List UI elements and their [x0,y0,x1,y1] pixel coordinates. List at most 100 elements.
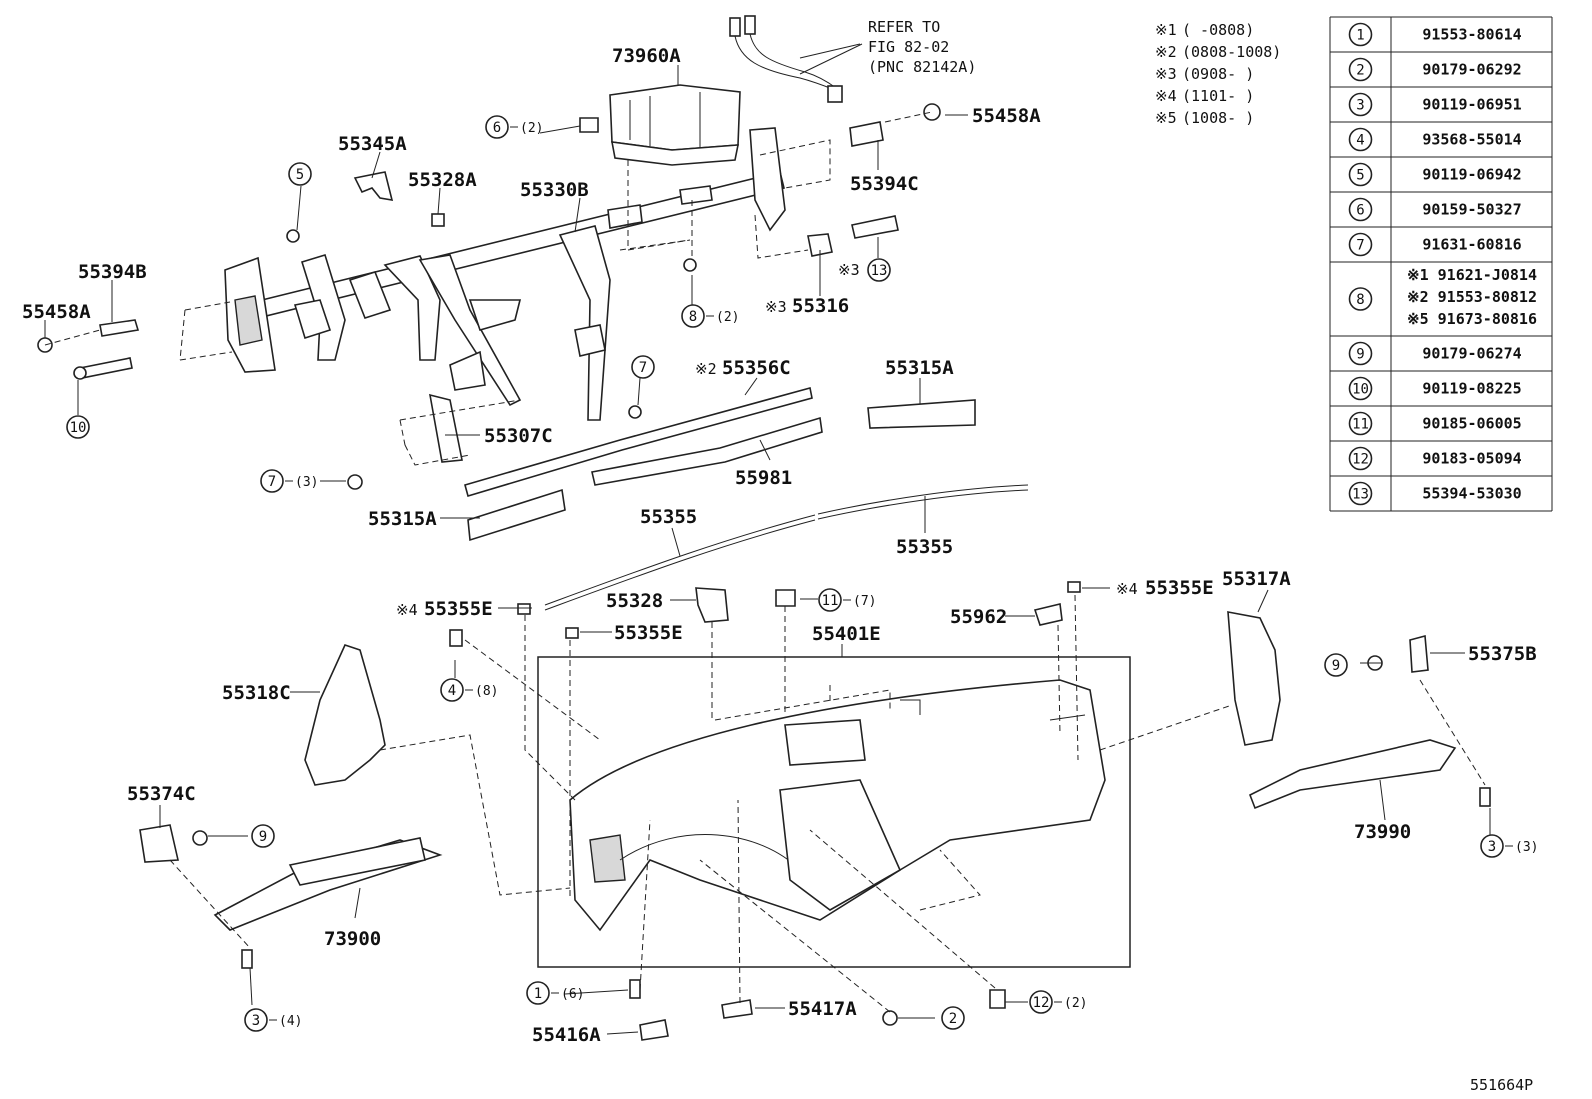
table-part-number: 90119-06951 [1422,96,1521,114]
table-part-number: 90183-05094 [1422,450,1521,468]
callout-number: 13 [871,263,888,279]
callout-quantity: (3) [295,475,318,490]
table-row-number: 8 [1356,292,1364,308]
callout-circle-9 [251,824,275,848]
callout-circle-9 [1324,653,1348,677]
table-row-number: 4 [1356,133,1364,149]
trim-strips [464,387,1029,611]
table-row-number: 3 [1356,98,1364,114]
label-73900: 73900 [324,928,381,950]
table-part-number: ※5 91673-80816 [1407,310,1537,328]
label-55345A: 55345A [338,133,407,155]
label-55328A: 55328A [408,169,477,191]
callout-number: 9 [1332,658,1340,674]
callout-circle-5 [288,162,312,186]
label-55315A-left: 55315A [368,508,437,530]
label-55355-right: 55355 [896,536,953,558]
callout-number: 3 [1488,839,1496,855]
callout-quantity: (8) [475,684,498,699]
table-row-number: 7 [1356,238,1364,254]
label-55317A: 55317A [1222,568,1291,590]
callout-number: 2 [949,1011,957,1027]
reference-note-line-2: FIG 82-02 [868,38,949,56]
callout-number-circle [1348,376,1373,401]
date-note-range: (0908- ) [1182,65,1254,83]
instrument-panel [569,679,1106,932]
table-part-number: 91631-60816 [1422,236,1521,254]
label-55316: 55316 [792,295,849,317]
callout-number-circle [1348,411,1373,436]
callout-circle-3 [1480,834,1504,858]
callout-number-circle [1348,287,1373,311]
label-mark-4-right: ※4 [1116,580,1138,598]
label-55401E: 55401E [812,623,881,645]
label-55315A-right: 55315A [885,357,954,379]
callout-number: 6 [493,120,501,136]
callout-quantity: (3) [1515,840,1538,855]
label-55417A: 55417A [788,998,857,1020]
callout-number-circle [1348,22,1373,47]
callout-number-circle [1348,162,1373,187]
callout-circle-1 [526,981,550,1005]
table-part-number: 90119-06942 [1422,166,1521,184]
label-55355E-left: 55355E [424,598,493,620]
callout-number: 12 [1033,995,1050,1011]
label-73990: 73990 [1354,821,1411,843]
label-73960A: 73960A [612,45,681,67]
label-mark-2: ※2 [695,360,717,378]
callout-quantity: (6) [561,987,584,1002]
table-row-number: 10 [1352,382,1369,398]
callout-circle-3 [244,1008,268,1032]
label-55962: 55962 [950,606,1007,628]
label-mark-3: ※3 [765,298,787,316]
label-55458A-top: 55458A [972,105,1041,127]
callout-circle-11 [818,588,842,612]
table-part-number: 90179-06292 [1422,61,1521,79]
table-row-number: 5 [1356,168,1364,184]
table-part-number: ※2 91553-80812 [1407,288,1537,306]
table-row-number: 11 [1352,417,1369,433]
reference-note-line-1: REFER TO [868,18,940,36]
label-mark-3-callout: ※3 [838,261,860,279]
label-55355E-right: 55355E [1145,577,1214,599]
table-part-number: 93568-55014 [1422,131,1521,149]
label-55375B: 55375B [1468,643,1537,665]
callout-circle-2 [941,1006,965,1030]
callout-number: 11 [822,593,839,609]
date-note-range: ( -0808) [1182,21,1254,39]
callout-number: 1 [534,986,542,1002]
page-code: 551664P [1470,1076,1533,1094]
table-row-number: 2 [1356,63,1364,79]
part-labels: 73960A 55458A 55394C 55345A 55328A 55330… [22,45,1537,1046]
callout-number: 3 [252,1013,260,1029]
table-row-number: 1 [1356,28,1364,44]
table-part-number: ※1 91621-J0814 [1407,266,1537,284]
callout-circle-6 [485,115,509,139]
callout-number: 9 [259,829,267,845]
callout-quantity: (2) [716,310,739,325]
callout-quantity: (2) [520,121,543,136]
callout-circle-4 [440,678,464,702]
cross-car-beam [224,127,786,421]
label-55356C: 55356C [722,357,791,379]
callout-quantity: (2) [1064,996,1087,1011]
label-55374C: 55374C [127,783,196,805]
callouts: 6(2)5138(2)1077(3)11(7)4(8)993(3)3(4)1(6… [66,115,1538,1032]
table-part-number: 91553-80614 [1422,26,1521,44]
side-panels [139,611,1457,931]
label-mark-4-left: ※4 [396,601,418,619]
callout-number-circle [1348,446,1373,471]
callout-number-circle [1348,127,1373,152]
table-part-number: 90159-50327 [1422,201,1521,219]
leader-lines [44,43,1491,1035]
date-note-mark: ※1 [1155,21,1177,39]
callout-number: 7 [639,360,647,376]
label-55394C: 55394C [850,173,919,195]
date-notes: ※1 ( -0808) ※2 (0808-1008) ※3 (0908- ) ※… [1155,21,1281,127]
callout-number-circle [1348,197,1373,222]
callout-circle-8 [681,304,705,328]
label-55328: 55328 [606,590,663,612]
table-row-number: 12 [1352,452,1369,468]
label-55307C: 55307C [484,425,553,447]
table-part-number: 90185-06005 [1422,415,1521,433]
